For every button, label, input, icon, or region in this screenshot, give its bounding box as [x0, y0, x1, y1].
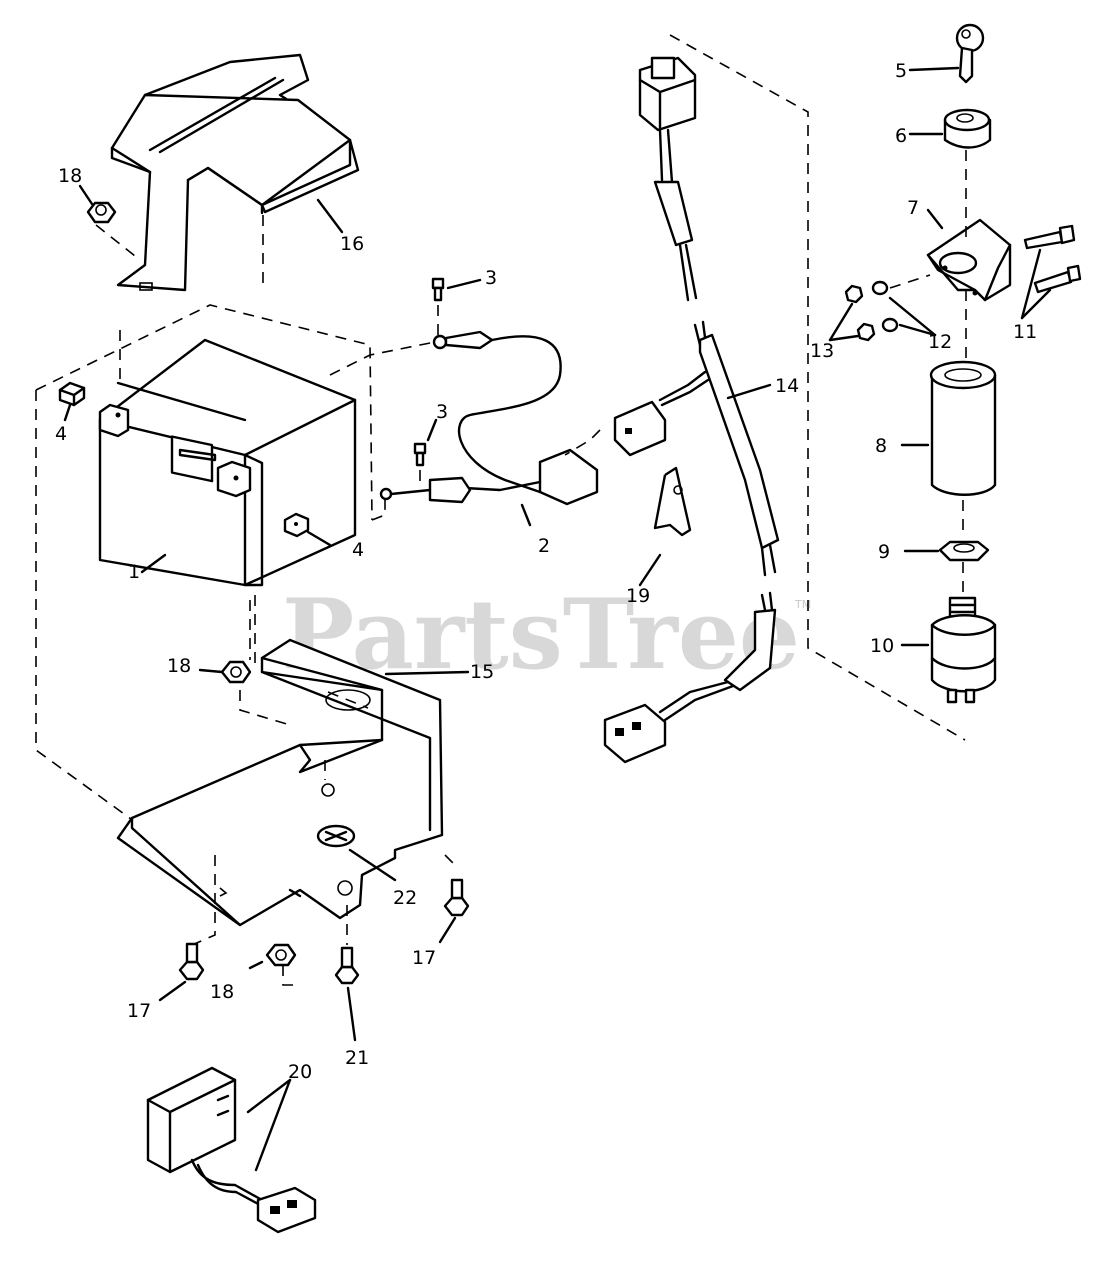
callout-7: 7 — [907, 197, 919, 219]
callout-4-right: 4 — [352, 539, 364, 561]
part-21-screw — [334, 946, 360, 985]
callout-17-left: 17 — [127, 1000, 151, 1022]
callout-6: 6 — [895, 125, 907, 147]
callout-18-top: 18 — [58, 165, 82, 187]
callout-22: 22 — [393, 887, 417, 909]
part-16-top-bracket — [110, 53, 360, 292]
callout-8: 8 — [875, 435, 887, 457]
callout-4-left: 4 — [55, 423, 67, 445]
part-2-battery-cable — [379, 330, 599, 506]
part-8-cylinder — [929, 360, 997, 496]
part-5-key — [955, 23, 985, 84]
callout-17-right: 17 — [412, 947, 436, 969]
callout-14: 14 — [775, 375, 799, 397]
callout-labels: 1 2 3 3 4 4 5 6 7 8 9 10 11 12 13 14 15 … — [55, 60, 1037, 1083]
part-18-nut-bottom — [265, 943, 297, 967]
part-15-battery-tray — [116, 638, 444, 927]
callout-3-lower: 3 — [436, 401, 448, 423]
part-22-grommet — [316, 824, 356, 848]
callout-9: 9 — [878, 541, 890, 563]
callout-15: 15 — [470, 661, 494, 683]
part-13-nuts — [844, 284, 876, 342]
part-17-screw-right — [443, 878, 470, 917]
part-3-bolt-upper — [431, 277, 445, 302]
part-6-bezel — [943, 108, 992, 149]
callout-16: 16 — [340, 233, 364, 255]
part-1-battery — [98, 338, 357, 587]
part-18-nut-top — [86, 201, 117, 224]
part-11-screws — [1023, 224, 1082, 294]
callout-18-bottom: 18 — [210, 981, 234, 1003]
callout-10: 10 — [870, 635, 894, 657]
callout-2: 2 — [538, 535, 550, 557]
part-12-washers — [871, 280, 899, 333]
part-19-clip — [653, 466, 692, 537]
callout-21: 21 — [345, 1047, 369, 1069]
part-14-wire-harness — [603, 56, 780, 764]
part-17-screw-left — [178, 942, 205, 981]
part-3-bolt-lower — [413, 442, 427, 467]
callout-5: 5 — [895, 60, 907, 82]
callout-18-middle: 18 — [167, 655, 191, 677]
part-4-square-nut-right — [283, 512, 310, 538]
callout-20: 20 — [288, 1061, 312, 1083]
part-10-ignition-switch — [930, 596, 997, 704]
callout-19: 19 — [626, 585, 650, 607]
watermark-trademark: TM — [794, 598, 811, 611]
part-18-nut-middle — [220, 660, 252, 684]
part-9-hex-nut — [938, 540, 990, 562]
callout-12: 12 — [928, 331, 952, 353]
callout-11: 11 — [1013, 321, 1037, 343]
part-7-mounting-bracket — [926, 218, 1012, 302]
callout-1: 1 — [128, 561, 140, 583]
callout-13: 13 — [810, 340, 834, 362]
callout-3-upper: 3 — [485, 267, 497, 289]
part-20-charger — [146, 1066, 317, 1234]
part-4-square-nut-left — [58, 381, 86, 407]
